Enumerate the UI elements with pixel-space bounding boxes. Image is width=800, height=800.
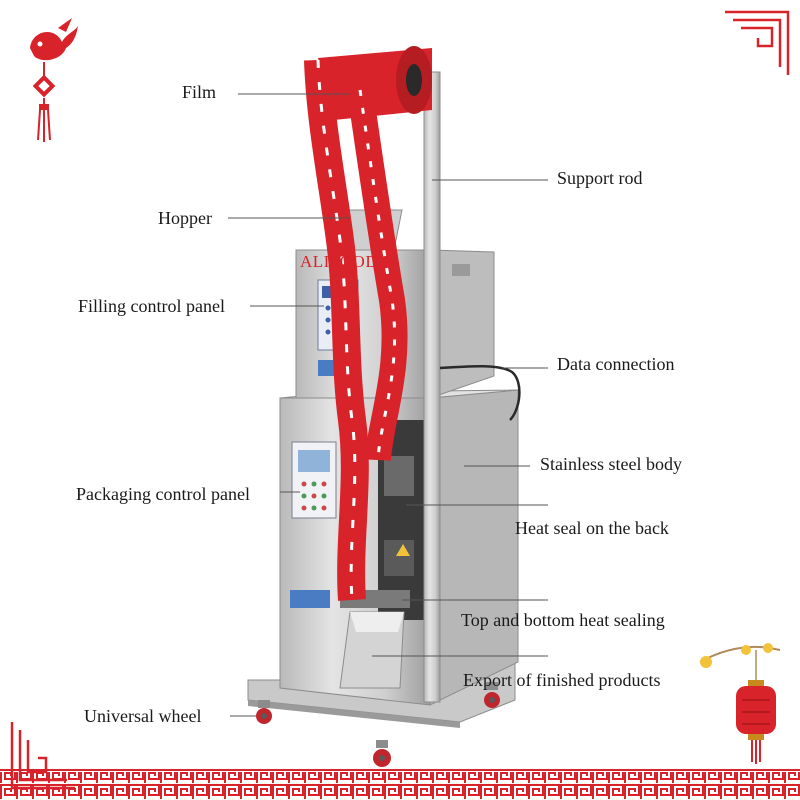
label-filling-control-panel: Filling control panel — [78, 296, 225, 316]
lantern-icon — [736, 650, 776, 764]
sealing-mechanism — [340, 420, 430, 620]
label-top-bottom-heat-sealing: Top and bottom heat sealing — [461, 610, 665, 630]
leader-lines — [228, 93, 548, 717]
output-chute — [339, 611, 405, 689]
label-heat-seal-back: Heat seal on the back — [515, 518, 669, 538]
label-film: Film — [182, 82, 217, 102]
decorative-corner-bottom-left — [10, 722, 75, 790]
label-stainless-steel-body: Stainless steel body — [540, 454, 682, 474]
koi-fish-icon — [30, 18, 78, 61]
brand-watermark: ALIFOOD — [300, 252, 379, 271]
label-support-rod: Support rod — [557, 168, 643, 188]
label-data-connection: Data connection — [557, 354, 675, 374]
plum-blossom-icon — [699, 643, 781, 668]
label-universal-wheel: Universal wheel — [84, 706, 202, 726]
decorative-border-bottom — [0, 769, 800, 800]
label-export-finished-products: Export of finished products — [463, 670, 661, 690]
decorative-corner-top-right — [725, 10, 790, 75]
label-hopper: Hopper — [158, 208, 212, 228]
universal-wheel-icon — [256, 682, 500, 767]
support-rod — [423, 71, 441, 703]
label-packaging-control-panel: Packaging control panel — [76, 484, 250, 504]
packaging-control-panel — [290, 441, 337, 608]
film-roll — [304, 46, 432, 601]
data-cable — [439, 364, 521, 421]
chinese-knot-icon — [32, 62, 56, 142]
